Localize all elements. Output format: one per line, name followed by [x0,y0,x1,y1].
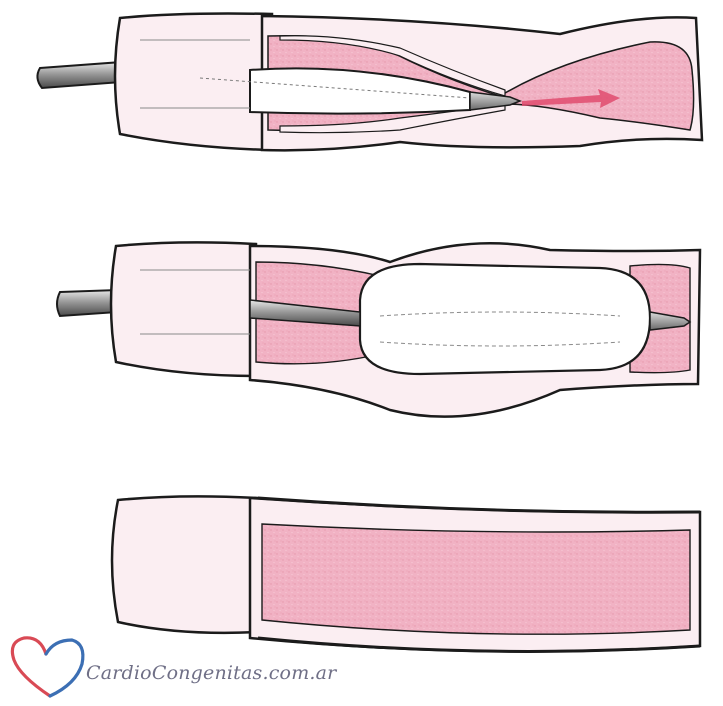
inflated-balloon [360,264,650,374]
vessel-lumen-dilated [262,524,690,634]
catheter-shaft [57,290,118,316]
heart-logo-icon [12,638,83,696]
watermark-text: CardioCongenitas.com.ar [86,662,336,684]
vessel-outer-end [111,242,256,376]
panel-balloon-inflated [57,242,700,416]
panel-vessel-dilated [112,496,700,651]
vessel-outer-end [112,496,258,632]
catheter-shaft [37,62,122,88]
panel-catheter-advanced [37,14,702,151]
